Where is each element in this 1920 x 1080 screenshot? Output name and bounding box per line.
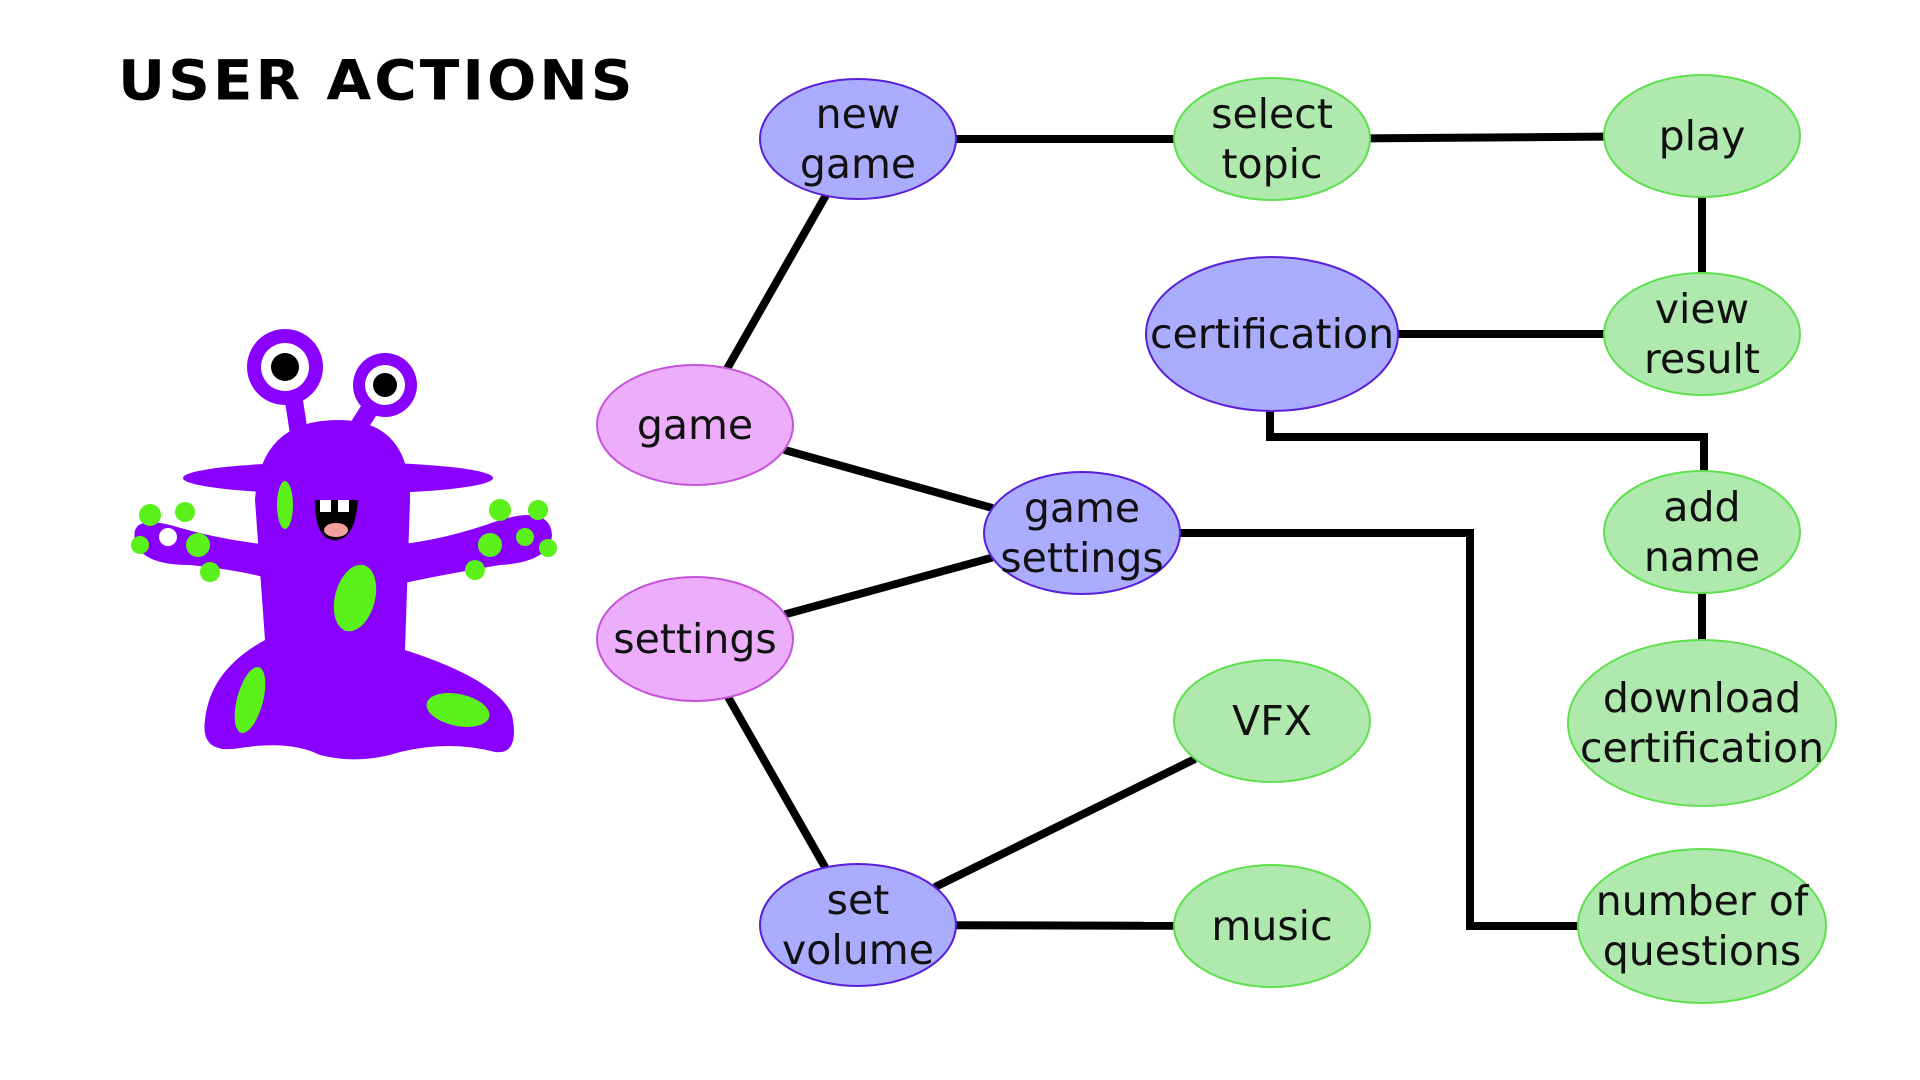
node-label: game: [637, 401, 753, 449]
edge-settings-to-set_volume: [724, 695, 829, 870]
monster-spot: [465, 560, 485, 580]
node-label: new: [816, 90, 901, 138]
node-shape: [1603, 272, 1801, 396]
monster-spot: [333, 564, 377, 632]
node-shape: [1173, 864, 1371, 988]
page-title: USER ACTIONS: [118, 48, 636, 113]
monster-spot: [539, 539, 557, 557]
edge-settings-to-game_settings: [783, 553, 994, 619]
node-label: play: [1659, 112, 1746, 160]
monster-spot: [426, 692, 490, 728]
node-shape: [1577, 848, 1827, 1004]
node-label: game: [1024, 484, 1140, 532]
edges-layer: [723, 132, 1708, 930]
node-label: volume: [782, 926, 934, 974]
monster-spot: [159, 528, 177, 546]
node-label: add: [1663, 483, 1740, 531]
monster-spot: [277, 481, 293, 529]
monster-spot: [516, 528, 534, 546]
monster-arm-right: [395, 515, 552, 585]
node-label: music: [1211, 902, 1332, 950]
edge-select_topic-to-play: [1369, 132, 1605, 143]
node-shape: [1603, 74, 1801, 198]
node-shape: [759, 78, 957, 200]
monster-spot: [175, 502, 195, 522]
node-label: name: [1644, 533, 1760, 581]
node-label: topic: [1221, 140, 1322, 188]
monster-spot: [489, 499, 511, 521]
node-label: certification: [1580, 724, 1824, 772]
node-shape: [596, 364, 794, 486]
node-shape: [1173, 659, 1371, 783]
node-shape: [1603, 470, 1801, 594]
node-label: select: [1211, 90, 1333, 138]
node-label: download: [1603, 674, 1801, 722]
monster-tooth: [320, 500, 331, 512]
node-label: certification: [1150, 310, 1394, 358]
purple-monster-icon: [131, 329, 557, 760]
node-shape: [983, 471, 1181, 595]
monster-spot: [528, 500, 548, 520]
node-label: game: [800, 140, 916, 188]
node-shape: [1145, 256, 1399, 412]
edge-set_volume-to-music: [955, 921, 1175, 930]
node-label: view: [1655, 285, 1749, 333]
node-label: settings: [1000, 534, 1164, 582]
monster-spot: [139, 504, 161, 526]
node-play: play: [1603, 74, 1801, 198]
monster-tooth: [338, 500, 349, 512]
node-shape: [759, 863, 957, 987]
monster-tongue: [324, 523, 348, 537]
node-shape: [1173, 77, 1371, 201]
node-vfx: VFX: [1173, 659, 1371, 783]
monster-spot: [478, 533, 502, 557]
node-shape: [1567, 639, 1837, 807]
node-game: game: [596, 364, 794, 486]
edge-game_settings-to-num_questions: [1180, 529, 1578, 930]
edge-set_volume-to-vfx: [933, 755, 1197, 891]
monster-spot: [200, 562, 220, 582]
monster-spot: [131, 536, 149, 554]
monster-spot: [186, 533, 210, 557]
node-settings: settings: [596, 576, 794, 702]
node-label: number of: [1596, 877, 1810, 925]
edge-game-to-game_settings: [783, 446, 994, 512]
edge-certification-to-add_name: [1266, 411, 1708, 471]
node-label: result: [1644, 335, 1760, 383]
nodes-layer: gamesettingsnewgamegamesettingssetvolume…: [596, 74, 1837, 1004]
node-music: music: [1173, 864, 1371, 988]
monster-spot: [234, 666, 266, 734]
node-certification: certification: [1145, 256, 1399, 412]
node-label: questions: [1603, 927, 1802, 975]
monster-eye-right-pupil: [373, 373, 397, 397]
edge-game-to-new_game: [723, 193, 830, 371]
node-label: settings: [613, 615, 777, 663]
node-shape: [596, 576, 794, 702]
node-label: set: [827, 876, 890, 924]
node-label: VFX: [1232, 697, 1312, 745]
monster-eye-left-pupil: [271, 353, 299, 381]
